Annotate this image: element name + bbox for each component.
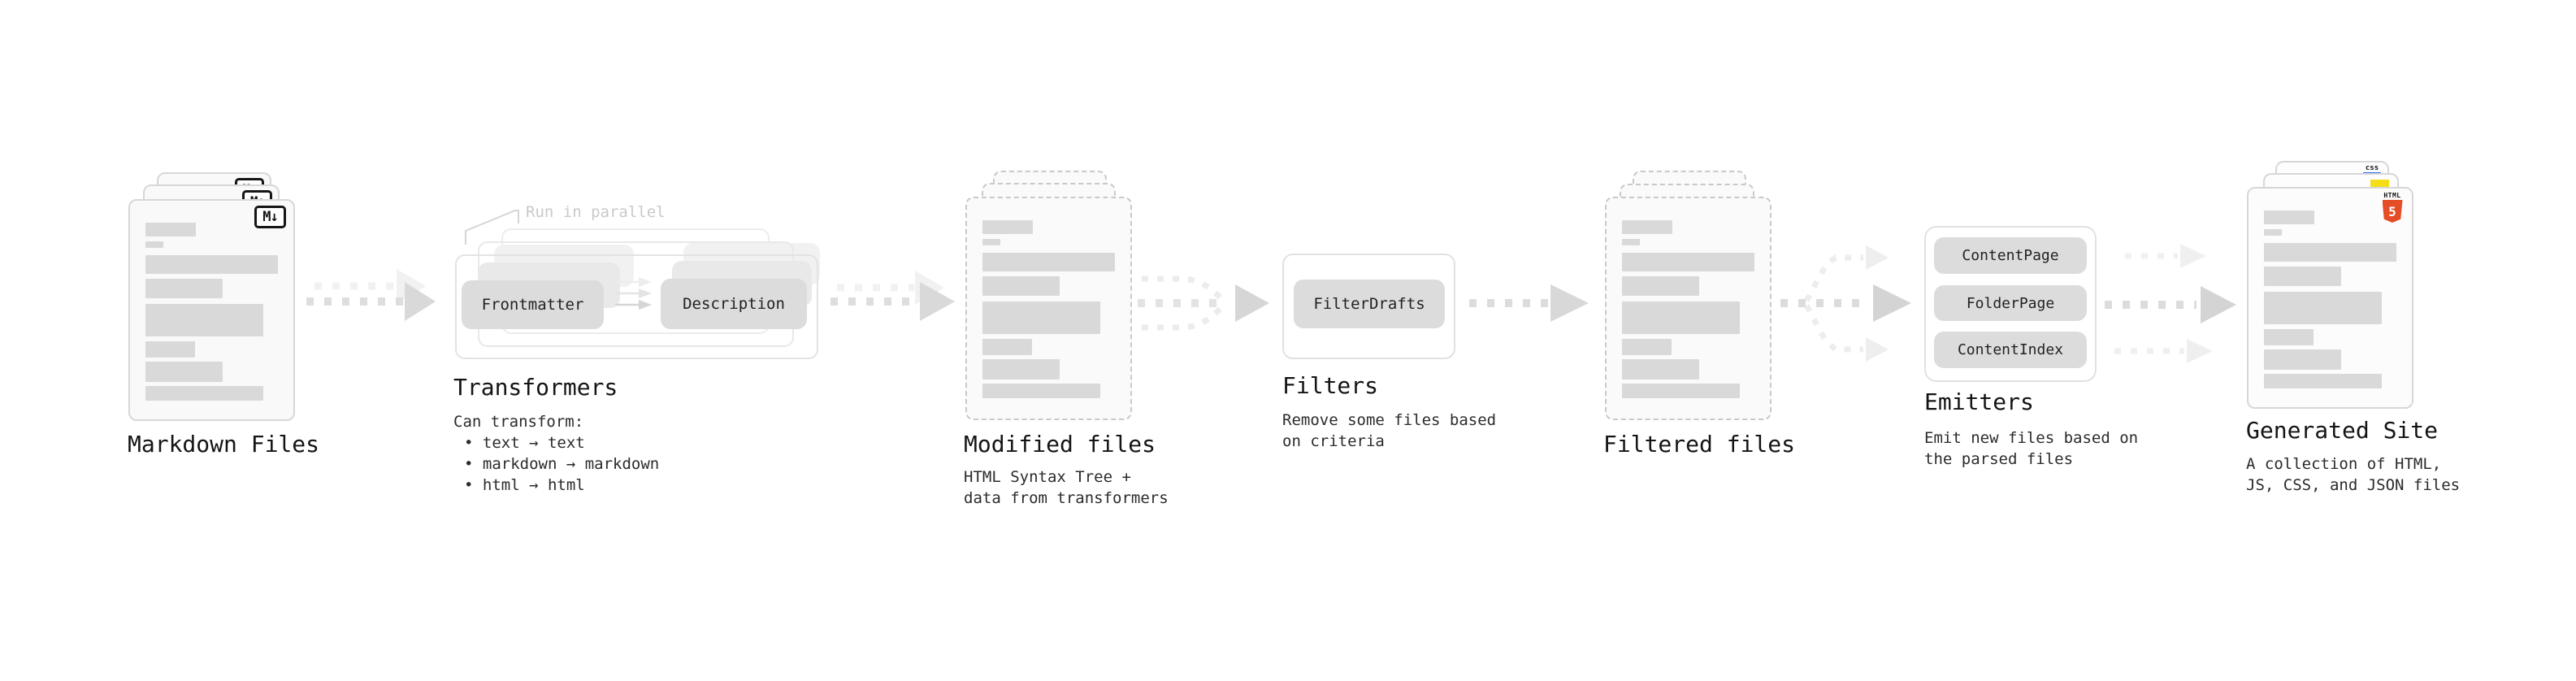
generated-desc-line: A collection of HTML, [2246,455,2442,473]
filters-desc-line: on criteria [1282,432,1385,450]
doc-placeholder-bars [130,201,293,419]
markdown-icon: M↓ [254,206,286,228]
text-placeholder-bar [1622,359,1699,380]
doc-placeholder-bars [1607,198,1770,419]
transformers-bullet: • text → text [464,434,585,452]
run-in-parallel-leader-line [465,210,519,245]
text-placeholder-bar [2264,292,2382,324]
emitter-pill-folderpage: FolderPage [1934,285,2087,321]
emitters-description: Emit new files based on the parsed files [1924,427,2138,470]
modified-desc-line: data from transformers [964,489,1169,507]
text-placeholder-bar [1622,301,1740,334]
modified-desc-line: HTML Syntax Tree + [964,468,1131,486]
text-placeholder-bar [982,253,1115,271]
html5-icon-shield: 5 [2382,200,2403,223]
flow-arrow-markdown-to-transformers [306,269,436,321]
flow-arrow-filtered-to-emitters [1780,245,1911,362]
transformer-pill-frontmatter: Frontmatter [462,280,604,329]
text-placeholder-bar [982,339,1032,355]
text-placeholder-bar [145,386,263,401]
stage-title-modified-files: Modified files [964,431,1156,458]
stage-title-filters: Filters [1282,372,1379,399]
modified-doc-front [965,197,1132,420]
stage-title-generated-site: Generated Site [2246,417,2439,444]
text-placeholder-bar [2264,329,2314,345]
text-placeholder-bar [982,276,1060,296]
transformer-box-front [455,254,818,359]
doc-placeholder-bars [2249,189,2412,407]
transformer-mini-arrows [615,277,652,310]
text-placeholder-bar [982,220,1033,234]
text-placeholder-bar [2264,349,2341,370]
filter-pill-filterdrafts: FilterDrafts [1294,280,1445,328]
text-placeholder-bar [145,241,163,248]
transformers-bullet: • markdown → markdown [464,455,660,473]
css-badge-label: css [2365,164,2379,172]
text-placeholder-bar [145,304,263,336]
text-placeholder-bar [2264,374,2382,388]
text-placeholder-bar [1622,339,1672,355]
transformers-bullet: • html → html [464,476,585,494]
filtered-doc-front [1605,197,1772,420]
filters-desc-line: Remove some files based [1282,411,1497,429]
text-placeholder-bar [145,255,278,274]
flow-arrow-filters-to-filtered [1469,284,1589,322]
flow-arrow-modified-to-filters [1138,275,1269,331]
text-placeholder-bar [145,223,196,236]
text-placeholder-bar [1622,253,1754,271]
text-placeholder-bar [982,301,1100,334]
transformers-description: Can transform: • text → text • markdown … [453,411,659,496]
text-placeholder-bar [145,341,195,358]
transformers-lead: Can transform: [453,413,584,431]
generated-site-description: A collection of HTML, JS, CSS, and JSON … [2246,453,2460,496]
text-placeholder-bar [2264,210,2314,224]
modified-files-description: HTML Syntax Tree + data from transformer… [964,466,1169,509]
text-placeholder-bar [145,362,223,382]
emitter-pill-contentpage: ContentPage [1934,237,2087,274]
text-placeholder-bar [1622,276,1699,296]
text-placeholder-bar [1622,384,1740,398]
flow-arrow-emitters-to-generated [2105,244,2236,363]
text-placeholder-bar [145,279,223,298]
run-in-parallel-label: Run in parallel [526,203,666,221]
html5-icon: HTML 5 [2382,192,2403,223]
stage-title-emitters: Emitters [1924,388,2034,415]
html5-icon-word: HTML [2383,192,2401,199]
generated-doc-front: HTML 5 [2247,187,2413,409]
text-placeholder-bar [2264,229,2282,236]
text-placeholder-bar [1622,239,1640,245]
text-placeholder-bar [982,239,1000,245]
text-placeholder-bar [2264,243,2396,262]
stage-title-markdown-files: Markdown Files [128,431,320,458]
transformer-pill-description: Description [661,279,807,329]
emitters-desc-line: Emit new files based on [1924,429,2139,447]
markdown-doc-front: M↓ [128,199,295,421]
stage-title-transformers: Transformers [453,374,618,401]
emitter-pill-contentindex: ContentIndex [1934,332,2087,368]
text-placeholder-bar [2264,267,2341,286]
stage-title-filtered-files: Filtered files [1603,431,1796,458]
doc-placeholder-bars [967,198,1130,419]
flow-arrow-transformers-to-modified [830,271,955,321]
generated-desc-line: JS, CSS, and JSON files [2246,476,2461,494]
text-placeholder-bar [982,359,1060,380]
emitters-desc-line: the parsed files [1924,450,2074,468]
filters-description: Remove some files based on criteria [1282,410,1496,452]
text-placeholder-bar [1622,220,1672,234]
text-placeholder-bar [982,384,1100,398]
